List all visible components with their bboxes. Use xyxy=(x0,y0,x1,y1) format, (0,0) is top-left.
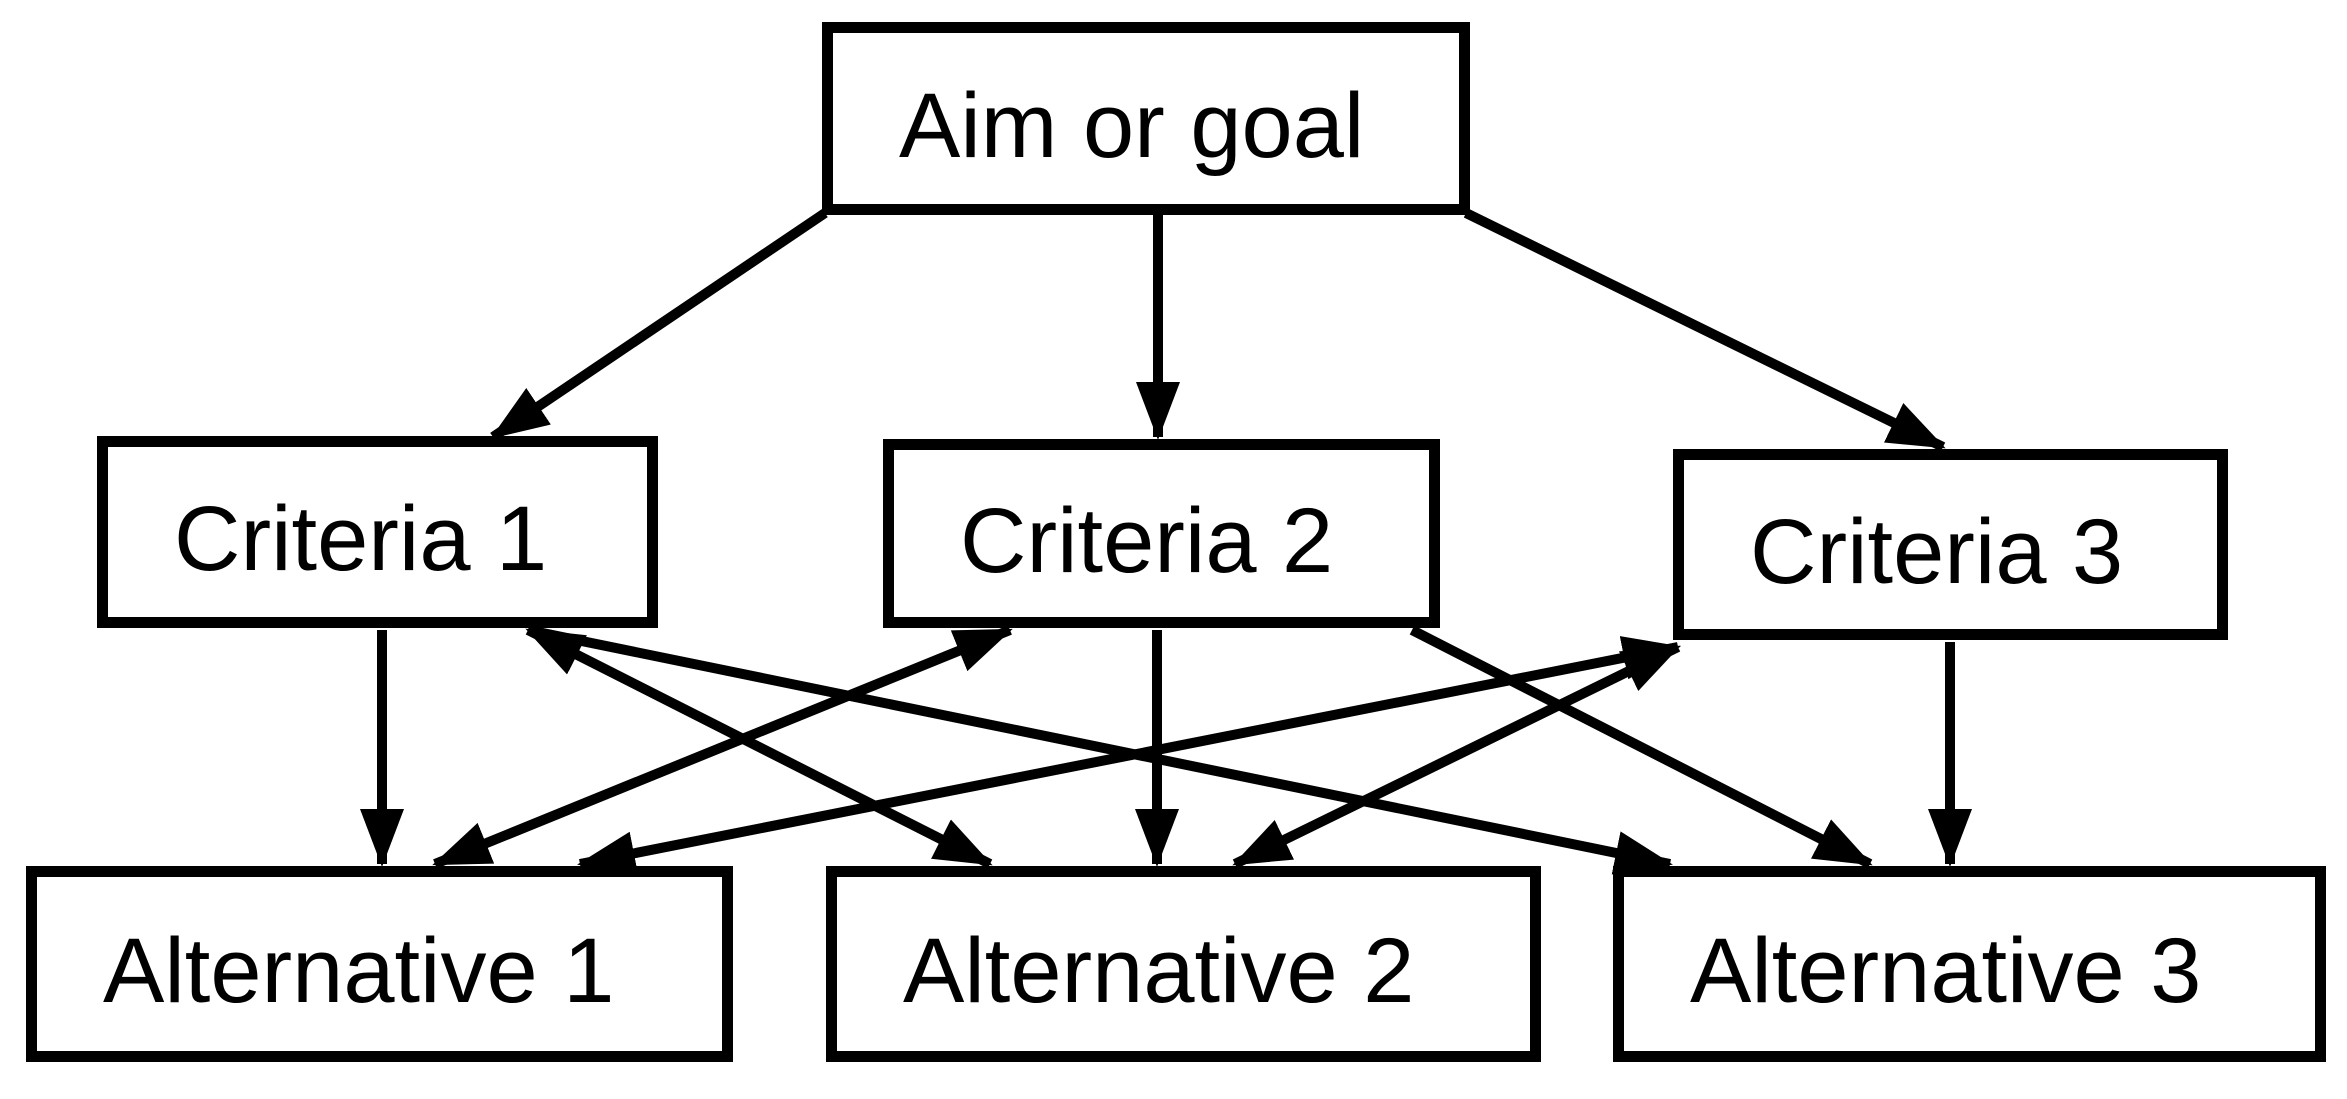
node-alternative-3: Alternative 3 xyxy=(1613,866,2326,1062)
node-criteria-1: Criteria 1 xyxy=(97,436,658,628)
node-aim-or-goal: Aim or goal xyxy=(822,22,1470,215)
edge-c3-a2-double-arrow xyxy=(1232,642,1681,869)
edge-c1-a3-arrow xyxy=(526,625,1673,875)
node-criteria-3: Criteria 3 xyxy=(1673,449,2228,640)
node-alternative-2: Alternative 2 xyxy=(826,866,1541,1062)
node-criteria-2: Criteria 2 xyxy=(883,439,1440,628)
edge-goal-c3-arrow xyxy=(1463,208,1946,452)
edge-goal-c1-arrow xyxy=(490,208,828,442)
node-alternative-1: Alternative 1 xyxy=(26,866,733,1062)
